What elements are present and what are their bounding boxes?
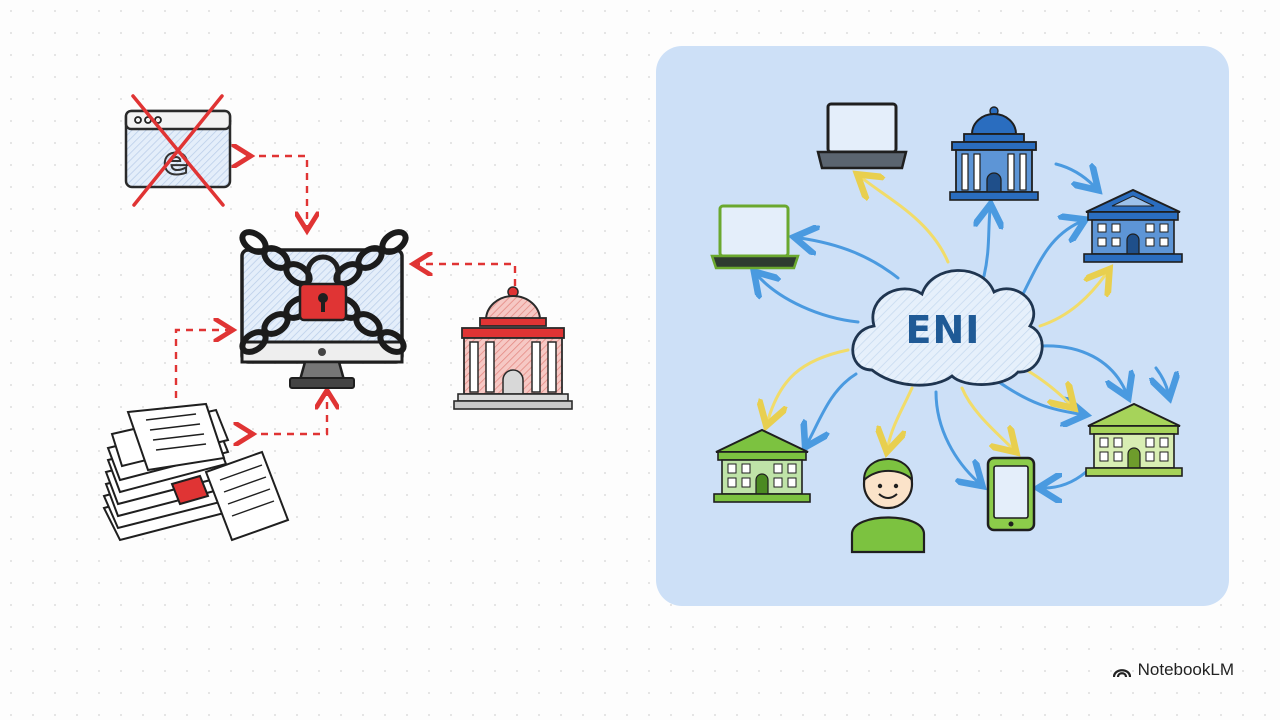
connector-browser-to-computer (246, 156, 307, 226)
siloed-diagram: e (102, 94, 573, 542)
blocked-browser-icon: e (124, 94, 232, 207)
smartphone-icon (986, 456, 1036, 532)
left-siloed-scene: e (102, 94, 573, 542)
network-arrows (758, 162, 1168, 488)
person-icon (850, 458, 926, 554)
bank-building-icon (453, 286, 573, 410)
notebooklm-logo-icon (1112, 663, 1131, 678)
arrow-to-bank-lower-right (994, 378, 1080, 414)
arrow-to-laptop-left (800, 238, 900, 280)
cloud-label: ENI (905, 308, 981, 352)
arrow-to-laptop-left-2 (758, 276, 860, 324)
arrow-to-phone-blue (934, 390, 978, 482)
red-dashed-connectors (174, 156, 517, 434)
arrow-to-bank-left-yellow (768, 348, 850, 420)
bank-building-icon (1083, 188, 1183, 263)
arrow-to-gov-building (984, 210, 990, 278)
arrow-to-bank-left-blue (808, 372, 858, 442)
paper-stack-icon (102, 402, 290, 542)
arrow-bank-lower-to-phone (1044, 470, 1088, 488)
arrow-short-right (1156, 366, 1168, 392)
laptop-icon (816, 102, 908, 170)
brand-name: NotebookLM (1137, 660, 1234, 679)
arrow-to-bank-right (1020, 222, 1080, 298)
government-building-icon (949, 106, 1039, 201)
arrow-to-phone-yellow (960, 386, 1012, 448)
arrow-to-bank-right-yellow (1038, 274, 1106, 328)
locked-computer-icon (239, 229, 409, 389)
arrow-gov-to-bank (1054, 162, 1094, 186)
connector-papers-to-computer-bottom (248, 395, 327, 434)
connector-papers-to-computer-left (174, 330, 228, 398)
bank-building-icon (1085, 402, 1183, 477)
arrow-to-laptop-top (862, 178, 950, 264)
notebooklm-brand: NotebookLM (1112, 660, 1234, 680)
arrow-to-person (888, 386, 914, 446)
bank-building-icon (713, 428, 811, 503)
arrow-to-bank-lower-right-2 (1038, 344, 1126, 392)
cloud-icon (851, 269, 1044, 387)
laptop-icon (710, 204, 800, 270)
padlock-icon (298, 254, 348, 322)
